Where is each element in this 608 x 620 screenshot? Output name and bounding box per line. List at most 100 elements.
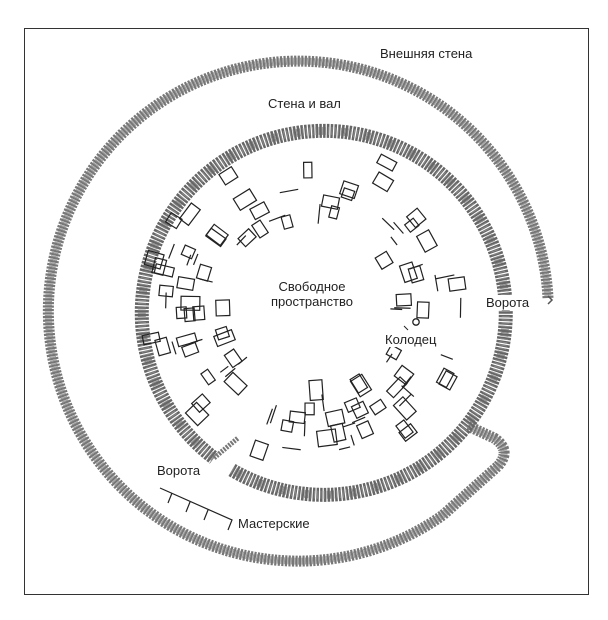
label-outer-wall: Внешняя стена xyxy=(380,46,473,61)
dwelling xyxy=(168,243,175,259)
dwelling xyxy=(223,348,243,369)
dwelling xyxy=(178,202,202,227)
dwelling xyxy=(385,353,393,363)
dwelling xyxy=(269,404,277,424)
dwelling xyxy=(315,428,338,448)
inner-wall-texture xyxy=(137,126,510,499)
dwelling xyxy=(302,161,313,179)
label-open-space: Свободное пространство xyxy=(262,279,362,309)
dwelling xyxy=(349,373,369,394)
dwelling xyxy=(375,153,398,172)
dwelling xyxy=(192,305,206,321)
dwelling xyxy=(249,200,271,221)
dwelling xyxy=(338,446,351,451)
dwelling xyxy=(438,370,458,391)
dwelling xyxy=(176,275,196,292)
dwelling xyxy=(224,367,236,378)
dwelling xyxy=(204,227,227,248)
outer-wall-texture xyxy=(44,57,552,565)
dwelling xyxy=(266,408,274,425)
label-well: Колодец xyxy=(385,332,437,347)
dwelling xyxy=(342,422,356,428)
dwelling xyxy=(329,422,347,443)
dwelling xyxy=(282,446,301,451)
dwelling xyxy=(398,393,412,407)
dwelling xyxy=(180,295,201,311)
dwelling xyxy=(390,236,398,246)
dwelling xyxy=(403,217,420,234)
dwelling xyxy=(340,187,356,202)
dwelling xyxy=(328,205,341,220)
dwelling xyxy=(393,221,404,234)
dwelling xyxy=(401,385,415,397)
dwelling xyxy=(237,356,248,365)
map-frame xyxy=(24,28,589,595)
dwelling xyxy=(435,274,455,280)
dwelling xyxy=(349,373,373,398)
label-open-space-line1: Свободное xyxy=(278,279,346,294)
dwelling xyxy=(385,344,403,361)
dwelling xyxy=(393,364,415,386)
dwelling xyxy=(279,188,299,194)
gate-east-marker xyxy=(547,295,554,305)
dwelling xyxy=(343,397,361,414)
dwelling xyxy=(395,293,413,307)
dwelling xyxy=(374,250,394,271)
dwelling xyxy=(218,165,239,186)
dwelling xyxy=(351,416,366,424)
well-icon xyxy=(412,318,420,326)
dwelling xyxy=(317,204,321,224)
dwelling xyxy=(447,276,467,292)
dwelling xyxy=(304,402,315,416)
dwelling xyxy=(308,379,324,402)
dwelling xyxy=(268,214,286,222)
dwelling xyxy=(200,368,217,386)
dwelling xyxy=(390,308,403,311)
dwelling xyxy=(398,261,419,284)
dwelling xyxy=(237,227,258,248)
dwelling xyxy=(371,171,395,193)
dwelling xyxy=(143,249,165,270)
well-pointer xyxy=(403,325,409,331)
dwelling xyxy=(154,336,172,357)
dwelling xyxy=(141,331,161,346)
dwelling xyxy=(250,219,270,239)
dwelling xyxy=(249,439,270,462)
dwelling xyxy=(398,422,419,443)
dwelling xyxy=(303,420,306,437)
dwelling xyxy=(415,229,439,253)
dwelling xyxy=(205,223,230,247)
dwelling xyxy=(385,376,408,399)
dwelling xyxy=(219,365,229,373)
workshops-block xyxy=(159,487,233,531)
dwelling xyxy=(434,274,439,292)
dwelling xyxy=(232,188,258,212)
label-open-space-line2: пространство xyxy=(270,294,354,309)
dwelling xyxy=(192,253,199,266)
dwelling xyxy=(392,395,418,421)
dwelling xyxy=(199,278,213,283)
dwelling xyxy=(320,194,341,211)
dwelling xyxy=(440,354,453,360)
dwelling xyxy=(321,394,325,412)
dwelling xyxy=(164,211,183,230)
dwelling xyxy=(236,235,247,246)
dwelling xyxy=(180,244,197,260)
dwelling xyxy=(186,254,192,266)
dwelling xyxy=(405,207,427,229)
dwelling xyxy=(180,341,200,358)
dwelling xyxy=(280,419,295,433)
dwelling xyxy=(381,217,395,231)
dwelling xyxy=(184,401,210,427)
dwelling xyxy=(350,400,370,420)
dwelling xyxy=(175,332,198,348)
dwelling xyxy=(409,263,423,270)
dwelling xyxy=(416,301,430,319)
dwelling xyxy=(171,341,177,355)
dwelling xyxy=(183,307,196,323)
dwelling xyxy=(350,434,355,446)
label-gate-east: Ворота xyxy=(486,295,530,310)
dwelling xyxy=(151,256,168,276)
dwelling xyxy=(212,328,237,348)
